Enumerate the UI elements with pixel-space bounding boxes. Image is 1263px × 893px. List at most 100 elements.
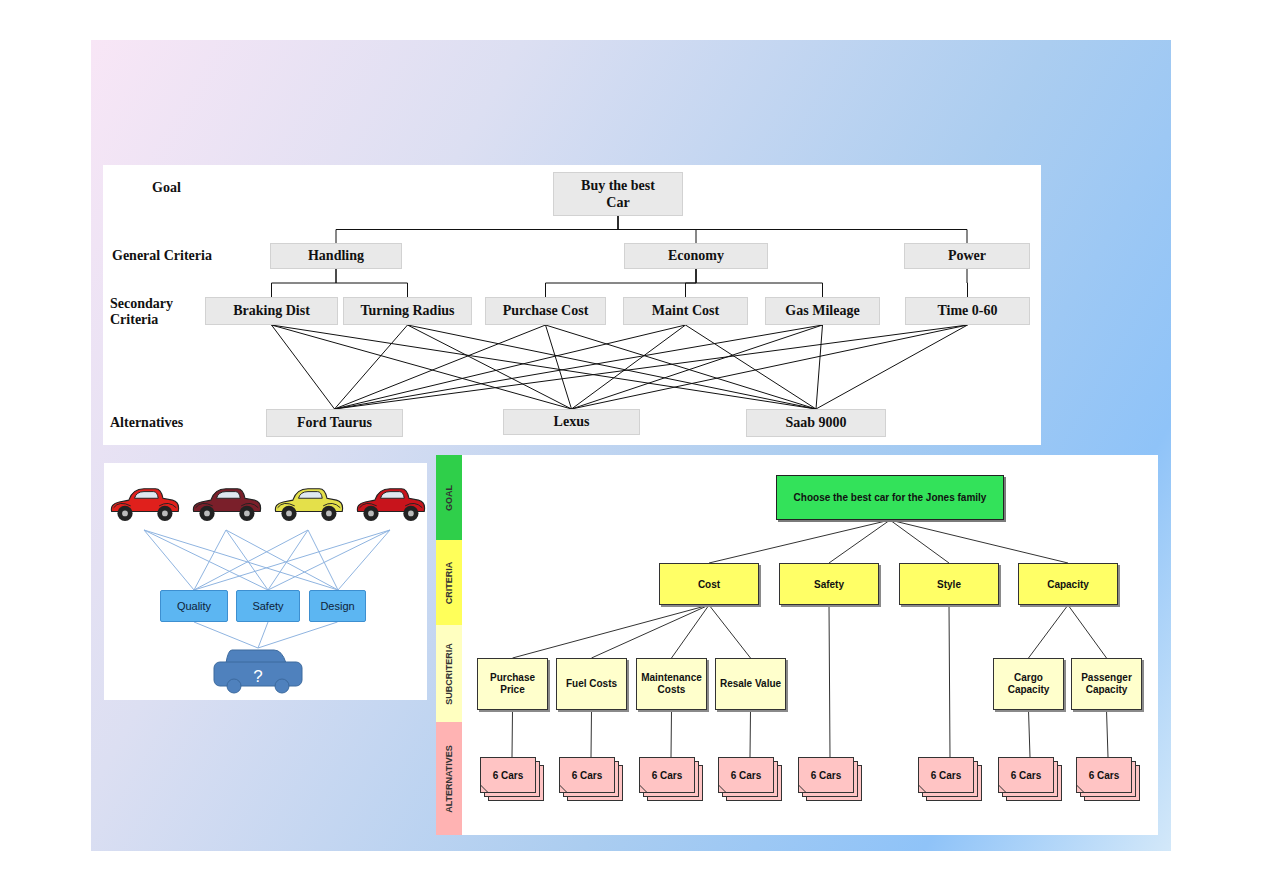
node-text: 6 Cars xyxy=(718,770,774,781)
node-text: Purchase Price xyxy=(481,672,544,696)
alternatives-stack: 6 Cars xyxy=(718,757,782,801)
connector-line xyxy=(1029,605,1069,658)
node-text: Handling xyxy=(275,248,397,264)
criterion-box: Quality xyxy=(160,590,228,622)
text-holder: Gas Mileage xyxy=(770,303,875,319)
row-label: General Criteria xyxy=(112,248,212,264)
car-picture xyxy=(357,489,424,521)
connector-line xyxy=(949,605,950,757)
subcriterion-box: Purchase Price xyxy=(477,658,548,710)
connector-line xyxy=(829,605,830,757)
criterion-box: Economy xyxy=(624,243,768,269)
criterion-box: Safety xyxy=(236,590,300,622)
node-text: Quality xyxy=(165,600,223,612)
text-holder: Saab 9000 xyxy=(751,415,881,431)
text-holder: Buy the best Car xyxy=(572,177,664,211)
subcriterion-box: Resale Value xyxy=(715,658,786,710)
goal-box: Buy the best Car xyxy=(553,172,683,216)
text-holder: Time 0-60 xyxy=(910,303,1025,319)
text-holder: Power xyxy=(909,248,1025,264)
connector-line xyxy=(709,520,890,563)
connector-line xyxy=(513,605,710,658)
connector-line xyxy=(1029,710,1031,757)
criterion-box: Safety xyxy=(779,563,879,605)
connector-line xyxy=(546,325,817,409)
text-holder: Capacity xyxy=(1023,579,1113,590)
node-text: Power xyxy=(909,248,1025,264)
text-holder: 6 Cars xyxy=(1076,770,1132,781)
connector-line xyxy=(194,622,258,648)
text-holder: 6 Cars xyxy=(559,770,615,781)
criterion-box: Power xyxy=(904,243,1030,269)
text-holder: Resale Value xyxy=(719,678,782,690)
node-text: 6 Cars xyxy=(639,770,695,781)
alternative-box: Ford Taurus xyxy=(266,409,403,437)
text-holder: 6 Cars xyxy=(918,770,974,781)
subcriterion-box: Turning Radius xyxy=(343,297,472,325)
connector-line xyxy=(592,605,710,658)
criterion-box: Capacity xyxy=(1018,563,1118,605)
connector-line xyxy=(816,325,968,409)
connector-line xyxy=(890,520,949,563)
car-criteria-lines xyxy=(144,530,390,590)
connector-line xyxy=(1068,605,1107,658)
criterion-box: Handling xyxy=(270,243,402,269)
alternatives-stack: 6 Cars xyxy=(1076,757,1140,801)
car-picture xyxy=(111,489,178,521)
text-holder: Ford Taurus xyxy=(271,415,398,431)
node-text: Turning Radius xyxy=(348,303,467,319)
text-holder: Passenger Capacity xyxy=(1075,672,1138,696)
connector-line xyxy=(709,605,751,658)
node-text: ? xyxy=(212,667,304,687)
node-text: Saab 9000 xyxy=(751,415,881,431)
text-holder: Style xyxy=(904,579,994,590)
node-text: CRITERIA xyxy=(444,561,454,604)
alternatives-stack: 6 Cars xyxy=(918,757,982,801)
text-holder: 6 Cars xyxy=(718,770,774,781)
node-text: Lexus xyxy=(508,414,635,430)
node-text: Passenger Capacity xyxy=(1075,672,1138,696)
connector-line xyxy=(272,325,817,409)
node-text: 6 Cars xyxy=(1076,770,1132,781)
connector-line xyxy=(591,710,593,757)
subcriterion-box: Cargo Capacity xyxy=(993,658,1064,710)
node-text: Safety xyxy=(784,579,874,590)
text-holder: Quality xyxy=(165,600,223,612)
node-text: ALTERNATIVES xyxy=(444,745,454,813)
row-label: Goal xyxy=(152,180,181,196)
text-holder: Cargo Capacity xyxy=(997,672,1060,696)
text-holder: 6 Cars xyxy=(480,770,536,781)
level-band: ALTERNATIVES xyxy=(436,722,462,835)
text-holder: Safety xyxy=(784,579,874,590)
level-band: SUBCRITERIA xyxy=(436,625,462,722)
text-holder: Handling xyxy=(275,248,397,264)
row-label: Alternatives xyxy=(110,415,183,431)
criterion-box: Design xyxy=(309,590,366,622)
connector-line xyxy=(336,269,408,297)
connector-line xyxy=(272,269,337,297)
connector-line xyxy=(272,325,572,409)
connector-line xyxy=(336,216,618,243)
subcriterion-box: Time 0-60 xyxy=(905,297,1030,325)
node-text: Cost xyxy=(664,579,754,590)
text-holder: Maint Cost xyxy=(628,303,743,319)
text-holder: 6 Cars xyxy=(798,770,854,781)
text-holder: Braking Dist xyxy=(210,303,333,319)
node-text: Fuel Costs xyxy=(560,678,623,690)
node-text: Time 0-60 xyxy=(910,303,1025,319)
alternatives-stack: 6 Cars xyxy=(798,757,862,801)
row-label: Secondary Criteria xyxy=(110,296,172,328)
connector-line xyxy=(816,325,823,409)
node-text: Resale Value xyxy=(719,678,782,690)
connector-line xyxy=(572,325,823,409)
subcriterion-box: Passenger Capacity xyxy=(1071,658,1142,710)
node-text: Maint Cost xyxy=(628,303,743,319)
node-text: Capacity xyxy=(1023,579,1113,590)
node-text: 6 Cars xyxy=(918,770,974,781)
connector-line xyxy=(546,269,697,297)
subcriterion-box: Purchase Cost xyxy=(485,297,606,325)
goal-box: Choose the best car for the Jones family xyxy=(776,475,1004,520)
node-text: Style xyxy=(904,579,994,590)
text-holder: 6 Cars xyxy=(639,770,695,781)
text-holder: Safety xyxy=(241,600,295,612)
